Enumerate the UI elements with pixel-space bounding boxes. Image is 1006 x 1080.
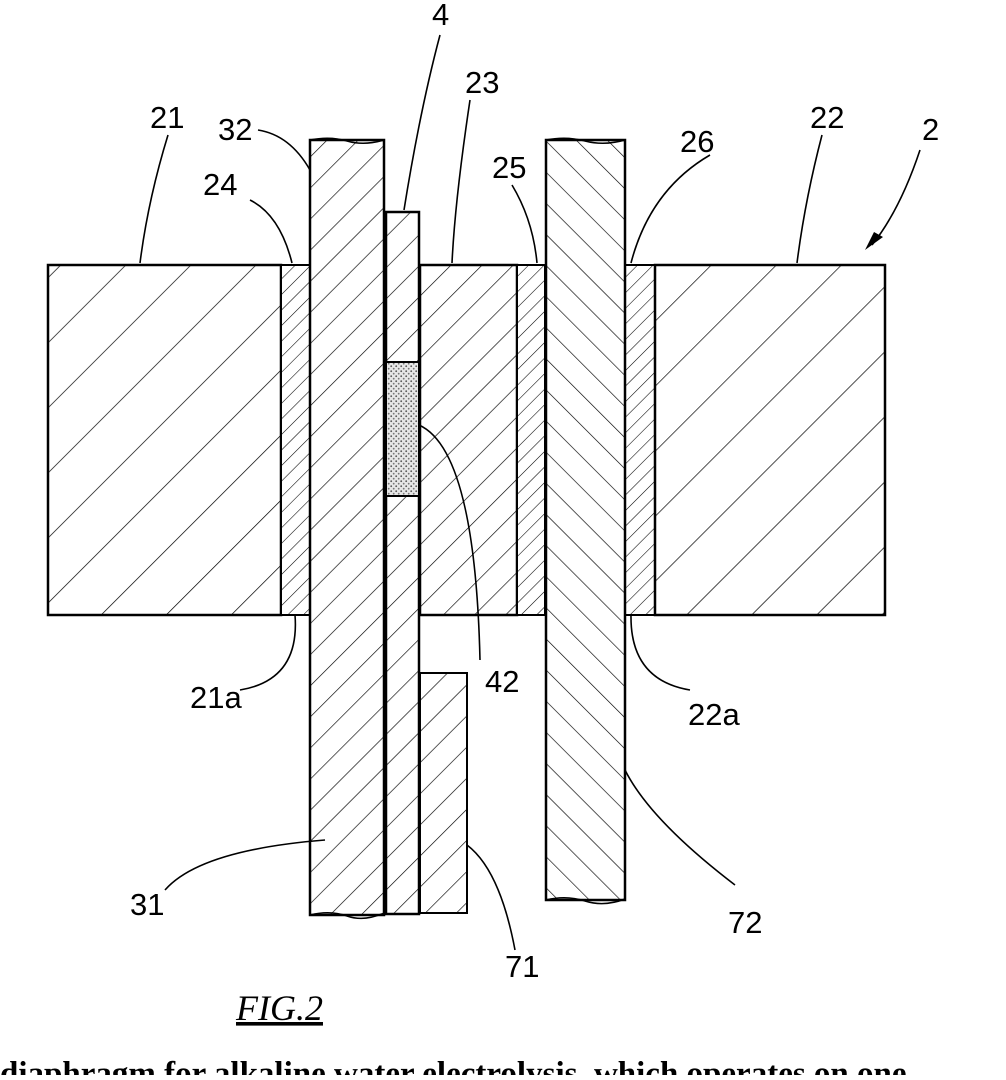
label-22a: 22a: [688, 697, 740, 732]
leader-32: [258, 130, 310, 170]
leader-2: [872, 150, 920, 245]
label-22: 22: [810, 100, 844, 135]
diaphragm-4: [386, 212, 419, 914]
label-4: 4: [432, 0, 449, 32]
leader-23: [452, 100, 470, 263]
frame-23: [420, 265, 517, 615]
label-23: 23: [465, 65, 499, 100]
leader-21: [140, 135, 168, 263]
electrode-71: [420, 673, 467, 913]
leader-71: [467, 845, 515, 950]
gasket-25: [517, 265, 545, 615]
figure-caption: FIG.2: [235, 988, 323, 1028]
label-71: 71: [505, 949, 539, 984]
label-32: 32: [218, 112, 252, 147]
leader-72: [625, 770, 735, 885]
electrode-31-32: [310, 140, 384, 915]
leader-22: [797, 135, 822, 263]
leader-24: [250, 200, 292, 263]
leader-4: [404, 35, 440, 210]
gasket-26: [625, 265, 655, 615]
label-26: 26: [680, 124, 714, 159]
label-21: 21: [150, 100, 184, 135]
leader-26: [631, 155, 710, 263]
leader-21a: [240, 615, 295, 690]
gasket-24: [281, 265, 310, 615]
electrode-72: [546, 140, 625, 900]
label-21a: 21a: [190, 680, 242, 715]
label-2: 2: [922, 112, 939, 147]
label-25: 25: [492, 150, 526, 185]
leader-25: [512, 185, 537, 263]
label-24: 24: [203, 167, 237, 202]
label-31: 31: [130, 887, 164, 922]
region-42: [386, 362, 419, 496]
frame-22: [655, 265, 885, 615]
leader-31: [165, 840, 325, 890]
frame-21: [48, 265, 281, 615]
leader-22a: [631, 615, 690, 690]
label-42: 42: [485, 664, 519, 699]
label-72: 72: [728, 905, 762, 940]
trailing-text: diaphragm for alkaline water electrolysi…: [0, 1056, 907, 1075]
